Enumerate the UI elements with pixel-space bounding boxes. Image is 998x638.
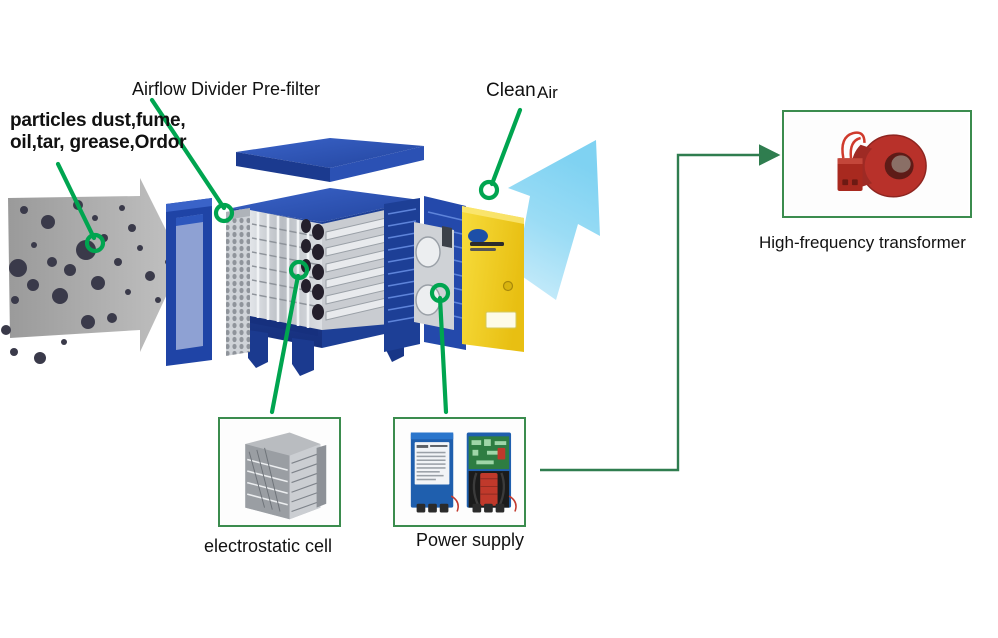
label-particles: particles dust,fume, oil,tar, grease,Ord…	[10, 110, 187, 154]
inset-high-frequency-transformer	[782, 110, 972, 218]
callout-rings	[84, 179, 500, 304]
label-airflow-divider-prefilter: Airflow Divider Pre-filter	[132, 79, 321, 99]
label-clean-air-primary: Clean	[486, 80, 536, 101]
power-to-transformer-connector	[540, 144, 781, 472]
front-door-frame	[166, 198, 212, 366]
particle-dots	[1, 200, 171, 364]
label-high-frequency-transformer: High-frequency transformer	[759, 233, 966, 252]
label-electrostatic-cell: electrostatic cell	[204, 536, 333, 556]
blower-assembly	[414, 222, 454, 330]
transformer-photo	[785, 112, 969, 216]
inset-power-supply	[393, 417, 526, 527]
top-lid-panel	[236, 138, 424, 182]
electrostatic-cell-photo	[220, 419, 339, 525]
inset-electrostatic-cell	[218, 417, 341, 527]
dirty-air-arrow	[1, 178, 182, 364]
pre-filter-mesh-panel	[226, 208, 250, 356]
label-power-supply: Power supply	[416, 530, 525, 550]
yellow-control-door	[462, 206, 524, 352]
callout-leaders	[55, 97, 523, 415]
label-clean-air-secondary: Air	[537, 83, 558, 102]
clean-air-arrow	[508, 140, 600, 300]
power-supply-photo	[395, 419, 524, 525]
